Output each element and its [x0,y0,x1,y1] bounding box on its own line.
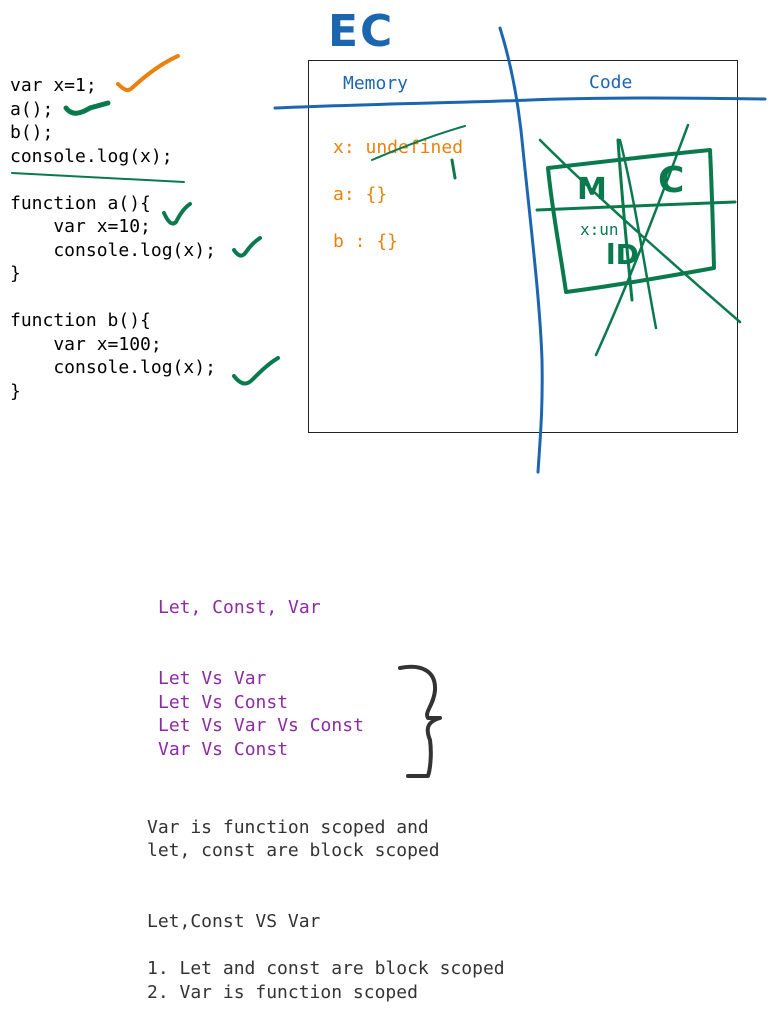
code-line: var x=1; [10,75,97,96]
memory-item-a: a: {} [333,184,388,205]
code-line: } [10,263,21,284]
code-line: function a(){ [10,192,151,214]
curly-brace-stroke [398,664,442,778]
code-line: } [10,380,21,402]
note-line: Var is function scoped and [147,817,429,838]
comparison-heading: Let,Const VS Var [147,911,321,932]
topic-item: Let Vs Const [158,692,289,713]
comparison-point: 2. Var is function scoped [147,982,418,1003]
note-line: let, const are block scoped [147,840,440,861]
check-mark-log-b [232,356,280,386]
underline-console-log [11,172,185,183]
topics-heading: Let, Const, Var [158,597,321,618]
check-mark-a-call [63,100,111,116]
topic-item: Let Vs Var Vs Const [158,715,364,736]
cross-out-stroke [594,123,690,357]
code-line: console.log(x); [10,357,216,378]
cross-out-stroke [618,138,658,330]
code-line: a(); [10,98,54,120]
memory-item-b: b : {} [333,231,399,252]
code-listing: var x=1; a(); b(); console.log(x); funct… [10,74,216,403]
code-line: function b(){ [10,310,151,331]
tick-under-undefined [450,158,457,180]
divider-horizontal-stroke [273,96,767,110]
inner-divider-horizontal [535,200,737,212]
code-title: Code [589,72,633,93]
divider-vertical-stroke [498,26,544,474]
inner-context-box [546,148,716,294]
code-line: b(); [10,122,54,143]
check-mark-var-x10 [162,202,192,226]
strike-undefined [371,125,466,161]
topic-item: Let Vs Var [158,668,267,689]
execution-context-box [308,60,738,433]
code-line: console.log(x); [10,239,216,261]
inner-divider-vertical [616,138,634,302]
memory-title: Memory [343,73,409,94]
comparison-point: 1. Let and const are block scoped [147,958,505,979]
check-mark-log-a [232,236,262,258]
ec-label: EC [328,6,395,57]
code-line: var x=10; [10,216,151,237]
code-line: var x=100; [10,333,162,355]
topic-item: Var Vs Const [158,739,289,760]
code-line: console.log(x); [10,145,173,167]
inner-value-label: x:un [580,220,619,239]
check-mark-orange [116,54,180,93]
